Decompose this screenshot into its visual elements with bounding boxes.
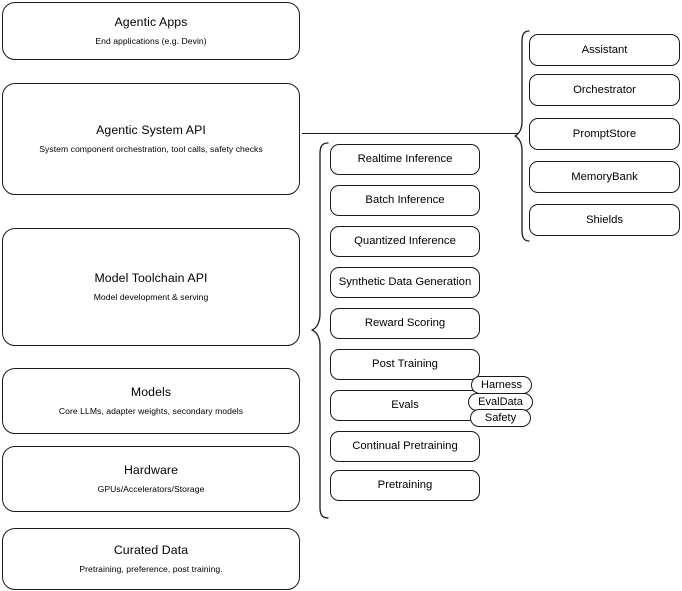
component-label: Quantized Inference	[354, 235, 456, 248]
eval-badge-safety[interactable]: Safety	[470, 409, 531, 427]
system-label: PromptStore	[572, 127, 637, 140]
component-label: Post Training	[372, 358, 438, 371]
component-label: Realtime Inference	[357, 153, 453, 166]
component-label: Synthetic Data Generation	[338, 276, 472, 289]
brace-agentic-system	[514, 30, 530, 242]
system-box-memorybank[interactable]: MemoryBank	[529, 161, 680, 193]
layer-title: Curated Data	[113, 542, 189, 557]
system-label: Orchestrator	[573, 83, 636, 96]
system-box-shields[interactable]: Shields	[529, 204, 680, 236]
eval-badge-label: Safety	[484, 411, 517, 424]
system-box-assistant[interactable]: Assistant	[529, 34, 680, 66]
layer-box-curated-data[interactable]: Curated Data Pretraining, preference, po…	[2, 528, 300, 590]
brace-model-toolchain	[311, 142, 329, 519]
component-label: Continual Pretraining	[352, 440, 458, 453]
component-box-pretraining[interactable]: Pretraining	[330, 470, 480, 501]
layer-subtitle: System component orchestration, tool cal…	[39, 143, 263, 154]
layer-title: Hardware	[123, 462, 179, 477]
layer-box-hardware[interactable]: Hardware GPUs/Accelerators/Storage	[2, 446, 300, 512]
component-box-quantized-inference[interactable]: Quantized Inference	[330, 226, 480, 257]
layer-subtitle: GPUs/Accelerators/Storage	[97, 483, 205, 494]
eval-badge-label: Harness	[481, 378, 522, 391]
layer-title: Agentic Apps	[114, 14, 188, 29]
layer-title: Models	[130, 384, 172, 399]
component-box-realtime-inference[interactable]: Realtime Inference	[330, 144, 480, 175]
layer-subtitle: Core LLMs, adapter weights, secondary mo…	[58, 405, 244, 416]
system-label: Shields	[585, 213, 624, 226]
layer-box-models[interactable]: Models Core LLMs, adapter weights, secon…	[2, 368, 300, 434]
layer-title: Agentic System API	[96, 122, 206, 137]
layer-title: Model Toolchain API	[94, 270, 208, 285]
connector-line-agentic-system-api	[302, 132, 518, 134]
system-label: MemoryBank	[571, 170, 638, 183]
layer-box-model-toolchain-api[interactable]: Model Toolchain API Model development & …	[2, 228, 300, 346]
layer-subtitle: Pretraining, preference, post training.	[79, 563, 223, 574]
component-box-evals[interactable]: Evals	[330, 390, 480, 421]
component-box-continual-pretraining[interactable]: Continual Pretraining	[330, 431, 480, 462]
eval-badge-harness[interactable]: Harness	[471, 376, 532, 394]
component-label: Evals	[391, 399, 419, 412]
system-box-promptstore[interactable]: PromptStore	[529, 118, 680, 150]
component-box-synthetic-data-generation[interactable]: Synthetic Data Generation	[330, 267, 480, 298]
component-box-reward-scoring[interactable]: Reward Scoring	[330, 308, 480, 339]
system-box-orchestrator[interactable]: Orchestrator	[529, 74, 680, 106]
layer-subtitle: Model development & serving	[93, 291, 209, 302]
layer-subtitle: End applications (e.g. Devin)	[95, 35, 207, 46]
layer-box-agentic-apps[interactable]: Agentic Apps End applications (e.g. Devi…	[2, 2, 300, 60]
component-label: Batch Inference	[365, 194, 445, 207]
layer-box-agentic-system-api[interactable]: Agentic System API System component orch…	[2, 83, 300, 195]
system-label: Assistant	[581, 43, 628, 56]
component-label: Pretraining	[377, 479, 433, 492]
component-box-batch-inference[interactable]: Batch Inference	[330, 185, 480, 216]
eval-badge-label: EvalData	[478, 395, 523, 408]
component-label: Reward Scoring	[364, 317, 446, 330]
component-box-post-training[interactable]: Post Training	[330, 349, 480, 380]
